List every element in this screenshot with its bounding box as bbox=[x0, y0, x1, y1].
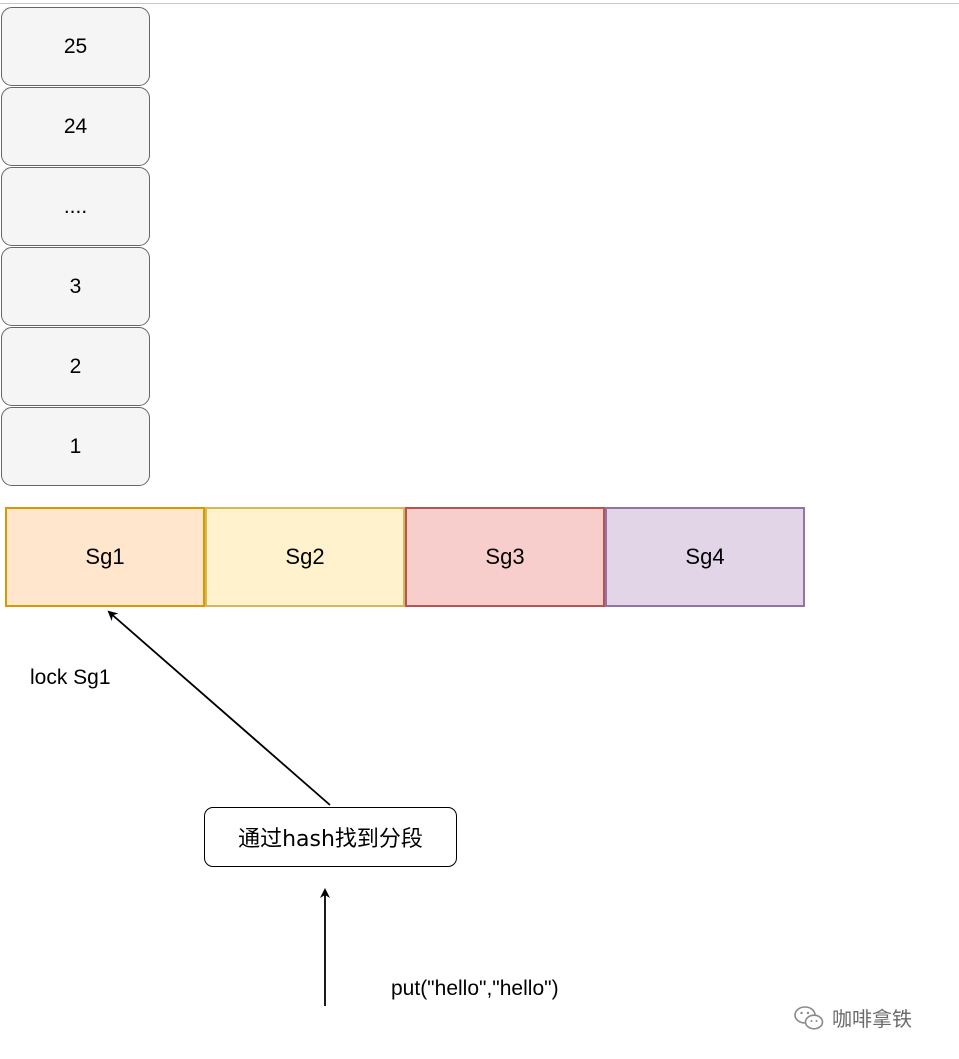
stack-item-label: .... bbox=[63, 194, 88, 218]
watermark: 咖啡拿铁 bbox=[794, 1003, 912, 1032]
segment-sg4: Sg4 bbox=[605, 507, 805, 607]
stack-item-label: 2 bbox=[69, 354, 82, 378]
stack-item-label: 1 bbox=[69, 434, 82, 458]
stack-item-label: 24 bbox=[63, 114, 88, 138]
stack-item: .... bbox=[1, 167, 150, 246]
segment-sg2: Sg2 bbox=[205, 507, 405, 607]
stack-item: 24 bbox=[1, 87, 150, 166]
stack-item: 25 bbox=[1, 7, 150, 86]
segment-label: Sg4 bbox=[685, 544, 725, 569]
wechat-icon bbox=[794, 1005, 824, 1030]
stack-item-label: 25 bbox=[63, 34, 88, 58]
segment-sg1: Sg1 bbox=[5, 507, 205, 607]
hash-lookup-label: 通过hash找到分段 bbox=[238, 827, 423, 852]
segment-label: Sg1 bbox=[85, 544, 125, 569]
top-border bbox=[0, 0, 959, 4]
stack-item: 3 bbox=[1, 247, 150, 326]
arrow-hash-to-sg1 bbox=[107, 610, 331, 806]
segment-label: Sg3 bbox=[485, 544, 525, 569]
segment-label: Sg2 bbox=[285, 544, 325, 569]
put-label: put("hello","hello") bbox=[391, 977, 559, 1000]
lock-label: lock Sg1 bbox=[30, 666, 111, 689]
stack-item: 1 bbox=[1, 407, 150, 486]
stack-item-label: 3 bbox=[69, 274, 82, 298]
stack-item: 2 bbox=[1, 327, 150, 406]
segment-sg3: Sg3 bbox=[405, 507, 605, 607]
watermark-text: 咖啡拿铁 bbox=[832, 1007, 912, 1031]
hash-lookup-box: 通过hash找到分段 bbox=[204, 807, 457, 867]
